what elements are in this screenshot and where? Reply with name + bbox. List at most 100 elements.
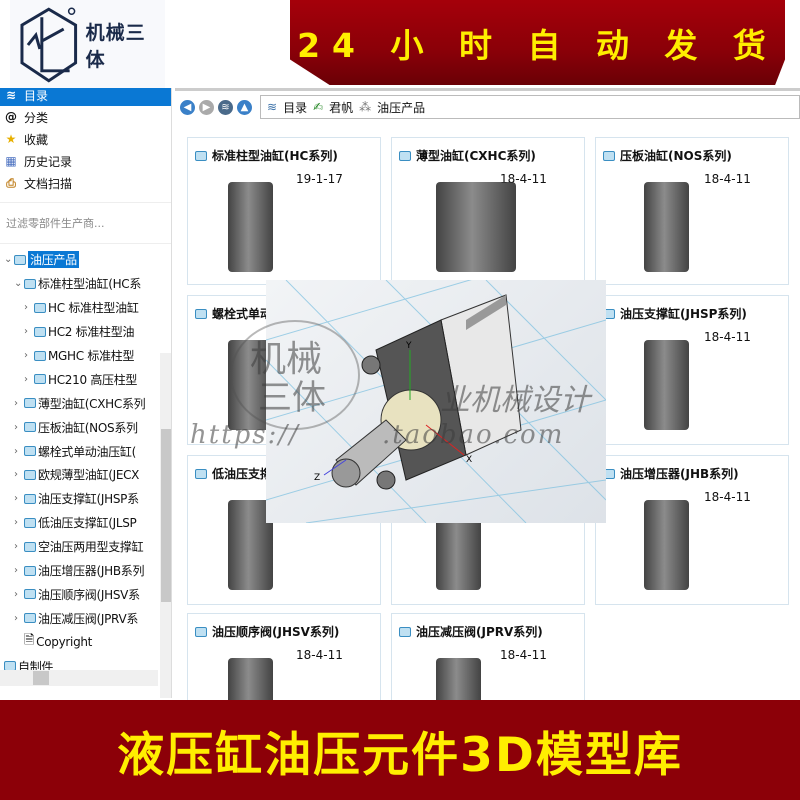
sidebar-item-3[interactable]: ▦历史记录 (0, 150, 171, 172)
folder-icon (195, 308, 207, 319)
tree-item[interactable]: › 螺栓式单动油压缸( (0, 439, 160, 463)
product-card[interactable]: 压板油缸(NOS系列) 18-4-11 (595, 137, 789, 285)
tree-item[interactable]: › HC210 高压柱型 (0, 367, 160, 391)
tree-item[interactable]: › 低油压支撑缸(JLSP (0, 511, 160, 535)
tree-item[interactable]: ⌄ 标准柱型油缸(HC系 (0, 272, 160, 296)
banner-text: 24 小 时 自 动 发 货 (297, 25, 778, 65)
folder-icon (24, 278, 36, 289)
folder-icon (14, 254, 26, 265)
up-icon[interactable]: ▲ (237, 99, 252, 115)
card-date: 18-4-11 (704, 172, 751, 186)
header: 机械三体 24 小 时 自 动 发 货 (0, 0, 800, 90)
delivery-banner: 24 小 时 自 动 发 货 (290, 0, 785, 85)
folder-icon (195, 468, 207, 479)
back-icon[interactable]: ◀ (180, 99, 195, 115)
tree-item[interactable]: › 欧规薄型油缸(JECX (0, 463, 160, 487)
product-card[interactable]: 油压减压阀(JPRV系列) 18-4-11 (391, 613, 585, 748)
sidebar-item-0[interactable]: ≋目录 (0, 88, 171, 106)
folder-icon (195, 150, 207, 161)
sidebar-item-2[interactable]: ★收藏 (0, 128, 171, 150)
tree-item-label: 空油压两用型支撑缸 (38, 540, 144, 555)
tree-item-label: 薄型油缸(CXHC系列 (38, 396, 146, 411)
catalog-home-icon[interactable]: ≋ (218, 99, 233, 115)
tree-item-label: 标准柱型油缸(HC系 (38, 277, 142, 292)
chevron-right-icon[interactable]: › (24, 373, 28, 385)
breadcrumb: ≋ 目录 ✍ 君帆 ⁂ 油压产品 (260, 95, 800, 119)
tree-item-label: HC210 高压柱型 (48, 372, 138, 387)
forward-icon[interactable]: ▶ (199, 99, 214, 115)
chevron-right-icon[interactable]: › (14, 565, 18, 577)
chevron-down-icon[interactable]: ⌄ (4, 254, 13, 266)
chevron-right-icon[interactable]: › (24, 350, 28, 361)
product-thumbnail (644, 182, 689, 272)
product-thumbnail (644, 500, 689, 590)
chevron-down-icon[interactable]: ⌄ (14, 278, 23, 290)
breadcrumb-item[interactable]: 目录 (283, 100, 308, 115)
tree-item-label: 欧规薄型油缸(JECX (38, 468, 140, 483)
chevron-right-icon[interactable]: › (14, 588, 18, 600)
chevron-right-icon[interactable]: › (14, 493, 18, 505)
star-icon: ★ (5, 132, 17, 146)
tree-item[interactable]: › 薄型油缸(CXHC系列 (0, 391, 160, 415)
chevron-right-icon[interactable]: › (24, 302, 28, 314)
category-tree: ⌄油压产品⌄标准柱型油缸(HC系›HC 标准柱型油缸›HC2 标准柱型油›MGH… (0, 244, 160, 678)
tree-item[interactable]: › MGHC 标准柱型 (0, 344, 160, 368)
sidebar-item-1[interactable]: @分类 (0, 106, 171, 128)
tree-item-label: 压板油缸(NOS系列 (38, 420, 138, 435)
product-card[interactable]: 油压增压器(JHB系列) 18-4-11 (595, 455, 789, 605)
product-thumbnail (644, 340, 689, 430)
product-thumbnail (228, 500, 273, 590)
sidebar-item-label: 历史记录 (24, 154, 73, 169)
folder-icon (24, 446, 36, 457)
chevron-right-icon[interactable]: › (14, 541, 18, 553)
tree-item-label: 低油压支撑缸(JLSP (38, 516, 137, 531)
chevron-right-icon[interactable]: › (14, 517, 18, 529)
product-card[interactable]: 油压顺序阀(JHSV系列) 18-4-11 (187, 613, 381, 748)
card-title: 油压增压器(JHB系列) (620, 467, 739, 481)
tree-item[interactable]: › 油压支撑缸(JHSP系 (0, 487, 160, 511)
footer-banner: 液压缸油压元件3D模型库 (0, 700, 800, 800)
tree-item[interactable]: › 油压增压器(JHB系列 (0, 559, 160, 583)
product-card[interactable]: 油压支撑缸(JHSP系列) 18-4-11 (595, 295, 789, 445)
brand-icon: ✍ (313, 100, 324, 114)
tree-item-label: 螺栓式单动油压缸( (38, 444, 136, 459)
sidebar-item-label: 分类 (24, 110, 49, 125)
tree-item-label: 油压支撑缸(JHSP系 (38, 492, 139, 507)
folder-icon (399, 626, 411, 637)
tree-item[interactable]: ›HC2 标准柱型油 (0, 320, 160, 344)
folder-icon (34, 350, 46, 361)
horizontal-scrollbar[interactable] (0, 670, 158, 686)
3d-model-viewer[interactable]: Y X Z (266, 280, 606, 523)
chevron-right-icon[interactable]: › (14, 421, 18, 433)
breadcrumb-item[interactable]: 油压产品 (377, 100, 426, 115)
chevron-right-icon[interactable]: › (14, 445, 18, 457)
tree-item[interactable]: ›油压减压阀(JPRV系 (0, 606, 160, 630)
chevron-right-icon[interactable]: › (14, 469, 18, 481)
tree-item[interactable]: ›HC 标准柱型油缸 (0, 296, 160, 320)
tree-item-label: Copyright (36, 635, 93, 650)
tree-item[interactable]: 🗎Copyright (0, 630, 160, 654)
tree-item[interactable]: › 压板油缸(NOS系列 (0, 415, 160, 439)
tree-item-label: MGHC 标准柱型 (48, 349, 135, 363)
vertical-scrollbar[interactable] (160, 353, 171, 698)
chevron-right-icon[interactable]: › (24, 326, 28, 338)
sidebar-item-label: 文档扫描 (24, 176, 73, 191)
product-card[interactable]: 标准柱型油缸(HC系列) 19-1-17 (187, 137, 381, 285)
chevron-right-icon[interactable]: › (14, 397, 18, 409)
toolbar: ◀ ▶ ≋ ▲ ≋ 目录 ✍ 君帆 ⁂ 油压产品 (175, 91, 800, 123)
card-title: 薄型油缸(CXHC系列) (416, 149, 536, 163)
scroll-thumb[interactable] (33, 671, 49, 685)
tree-item[interactable]: ⌄油压产品 (0, 248, 160, 272)
folder-icon (34, 374, 46, 385)
tree-item[interactable]: › 空油压两用型支撑缸 (0, 535, 160, 559)
axis-y-label: Y (405, 341, 412, 351)
tree-item-label: 油压增压器(JHB系列 (38, 564, 145, 579)
sidebar-item-4[interactable]: ⎙文档扫描 (0, 172, 171, 194)
chevron-right-icon[interactable]: › (14, 612, 18, 624)
product-card[interactable]: 薄型油缸(CXHC系列) 18-4-11 (391, 137, 585, 285)
folder-icon (34, 326, 46, 337)
scroll-thumb[interactable] (161, 429, 171, 602)
tree-item[interactable]: ›油压顺序阀(JHSV系 (0, 582, 160, 606)
filter-input[interactable]: 过滤零部件生产商... (0, 202, 171, 244)
breadcrumb-item[interactable]: 君帆 (329, 100, 354, 115)
